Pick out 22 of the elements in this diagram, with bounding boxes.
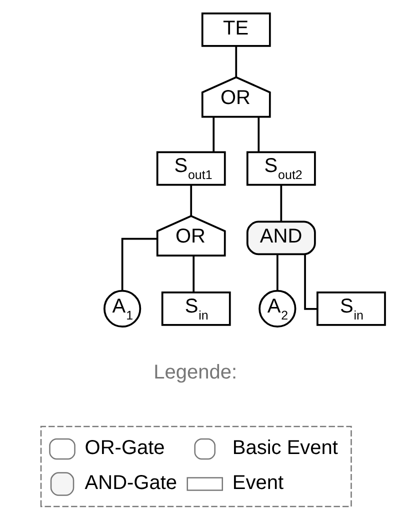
connector [257, 116, 260, 152]
legend-label: AND-Gate [84, 472, 177, 494]
node-circle: A$_{1}$ [103, 290, 141, 328]
connector [280, 184, 282, 222]
node-box: S$_{in}$ [316, 292, 386, 326]
node-box: S$_{in}$ [160, 292, 230, 326]
connector [304, 254, 317, 310]
legend-label: Basic Event [232, 436, 338, 459]
connector [276, 254, 278, 291]
connector [120, 238, 157, 291]
node-circle: A$_{2}$ [258, 290, 296, 328]
connector [190, 184, 192, 216]
label: Legende: [153, 362, 237, 384]
connector [212, 116, 214, 152]
node-box: S$_{out2}$ [246, 151, 316, 186]
legend-label: Event [232, 472, 284, 494]
legend-label: OR-Gate [84, 436, 164, 459]
node-box: AND [246, 220, 316, 256]
connector [234, 46, 237, 78]
node-box: S$_{out1}$ [156, 151, 226, 186]
connector [192, 256, 194, 292]
node-box: TE [200, 12, 270, 47]
